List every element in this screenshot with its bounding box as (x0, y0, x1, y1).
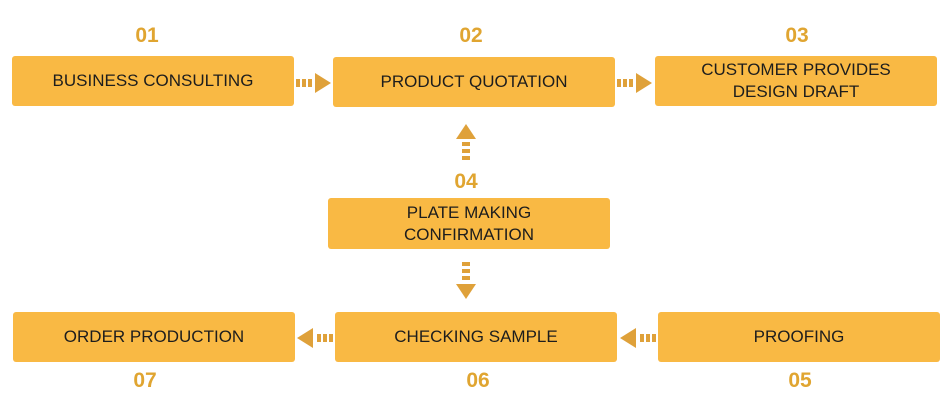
arrow-left-icon (297, 328, 333, 348)
step-number-05: 05 (788, 369, 812, 392)
arrow-right-icon (296, 73, 331, 93)
step-label-checking-sample: CHECKING SAMPLE (394, 327, 558, 346)
step-number-07: 07 (133, 369, 157, 392)
arrow-up-icon (456, 124, 476, 160)
step-number-01: 01 (135, 24, 159, 47)
step-number-04: 04 (454, 170, 478, 193)
step-box-order-production: ORDER PRODUCTION (13, 312, 295, 362)
step-box-proofing: PROOFING (658, 312, 940, 362)
step-number-03: 03 (785, 24, 809, 47)
step-box-product-quotation: PRODUCT QUOTATION (333, 57, 615, 107)
step-label-customer-provides-design-draft: CUSTOMER PROVIDES DESIGN DRAFT (701, 60, 891, 101)
step-label-plate-making-confirmation: PLATE MAKING CONFIRMATION (403, 202, 534, 244)
step-number-06: 06 (466, 369, 490, 392)
step-box-customer-provides-design-draft: CUSTOMER PROVIDES DESIGN DRAFT (655, 56, 937, 106)
step-box-business-consulting: BUSINESS CONSULTING (12, 56, 294, 106)
arrow-right-icon (617, 73, 652, 93)
step-number-02: 02 (459, 24, 483, 47)
step-label-business-consulting: BUSINESS CONSULTING (52, 71, 254, 90)
arrow-left-icon (620, 328, 656, 348)
arrow-down-icon (456, 262, 476, 299)
step-box-checking-sample: CHECKING SAMPLE (335, 312, 617, 362)
step-label-product-quotation: PRODUCT QUOTATION (380, 72, 568, 91)
step-label-order-production: ORDER PRODUCTION (63, 327, 245, 346)
step-label-proofing: PROOFING (753, 327, 845, 346)
step-box-plate-making-confirmation: PLATE MAKING CONFIRMATION (328, 198, 610, 249)
